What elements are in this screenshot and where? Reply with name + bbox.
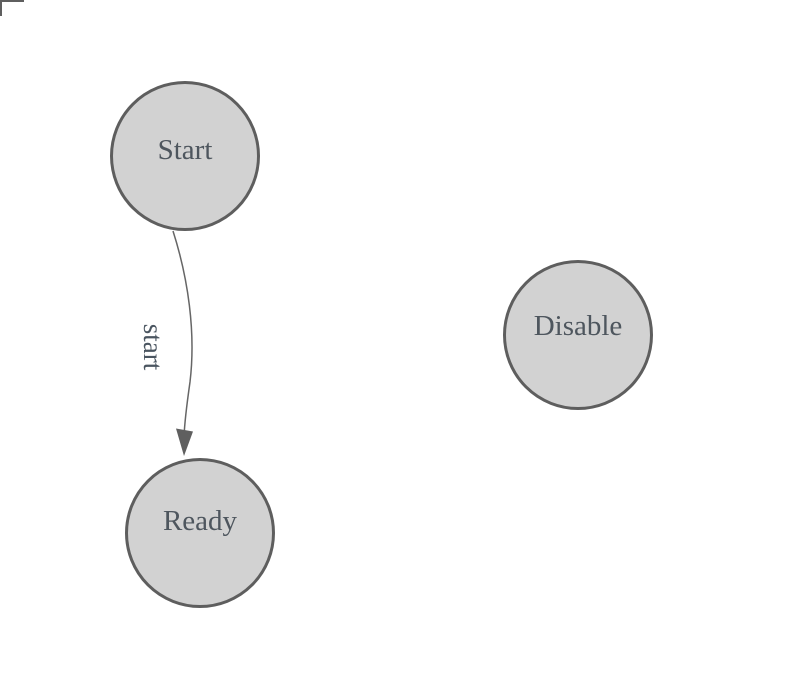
canvas-corner-mark	[0, 0, 24, 16]
state-node-ready[interactable]: Ready	[125, 458, 275, 608]
transition-edge-start-ready[interactable]: start	[138, 230, 193, 456]
state-circle[interactable]	[125, 458, 275, 608]
state-label[interactable]: Ready	[163, 505, 238, 537]
arrowhead-icon	[176, 428, 193, 456]
state-circle[interactable]	[110, 81, 260, 231]
transition-path[interactable]	[172, 230, 193, 438]
state-node-disable[interactable]: Disable	[503, 260, 653, 410]
transition-label[interactable]: start	[138, 324, 168, 371]
state-label[interactable]: Disable	[534, 310, 623, 342]
state-circle[interactable]	[503, 260, 653, 410]
state-node-start[interactable]: Start	[110, 81, 260, 231]
state-label[interactable]: Start	[158, 134, 213, 166]
